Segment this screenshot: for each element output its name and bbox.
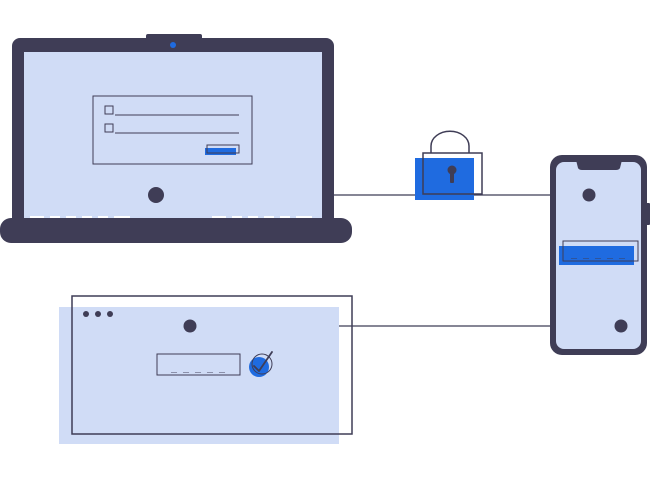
browser-code-mask: _ _ _ _ _ — [170, 365, 226, 376]
browser-node-dot — [183, 319, 197, 333]
window-control-dot-3[interactable] — [107, 311, 113, 317]
phone-code-field[interactable] — [562, 240, 639, 262]
padlock-icon — [415, 130, 483, 200]
phone-node-dot-top — [582, 188, 596, 202]
phone-code-field-fill — [559, 246, 634, 265]
laptop-login-form — [92, 95, 253, 165]
checkmark-badge-icon — [249, 351, 273, 377]
padlock-body-fill — [415, 158, 474, 200]
laptop-base — [0, 218, 352, 243]
phone-notch — [576, 160, 622, 170]
login-form-checkbox-1[interactable] — [104, 105, 114, 115]
laptop-webcam-bar — [146, 34, 202, 40]
laptop-webcam-icon — [170, 42, 176, 48]
padlock-body-outline — [422, 152, 483, 195]
browser-window: _ _ _ _ _ — [59, 295, 353, 444]
laptop-screen — [24, 52, 322, 220]
smartphone: _ _ _ _ _ — [550, 155, 650, 355]
browser-frame — [71, 295, 353, 435]
laptop-node-dot — [148, 187, 164, 203]
laptop — [0, 34, 352, 243]
phone-node-dot-bottom — [614, 319, 628, 333]
window-control-dot-1[interactable] — [83, 311, 89, 317]
keyhole-slot — [450, 172, 454, 183]
login-form-frame — [92, 95, 253, 165]
login-submit-button[interactable] — [205, 148, 236, 155]
login-submit-button-outline — [206, 144, 240, 154]
phone-code-mask: _ _ _ _ _ — [570, 251, 626, 262]
browser-code-field[interactable] — [156, 353, 241, 376]
window-control-dot-2[interactable] — [95, 311, 101, 317]
keyhole-icon — [447, 165, 457, 175]
padlock-shackle — [430, 130, 470, 153]
login-form-checkbox-2[interactable] — [104, 123, 114, 133]
